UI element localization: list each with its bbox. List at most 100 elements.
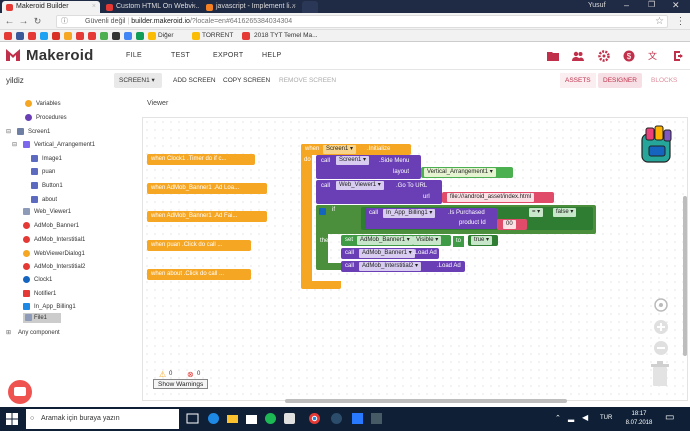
edge-icon[interactable] xyxy=(207,412,220,425)
task-view-icon[interactable] xyxy=(186,412,199,425)
dollar-icon[interactable]: $ xyxy=(623,50,635,62)
profile-name[interactable]: Yusuf xyxy=(588,2,606,9)
bookmark-diger[interactable]: Diğer xyxy=(158,32,174,39)
designer-button[interactable]: DESIGNER xyxy=(598,73,642,88)
clock-date[interactable]: 8.07.2018 xyxy=(625,420,653,426)
store-icon[interactable] xyxy=(245,412,258,425)
menu-export[interactable]: EXPORT xyxy=(213,52,244,59)
add-screen-button[interactable]: ADD SCREEN xyxy=(173,77,216,84)
app-icon[interactable] xyxy=(370,412,383,425)
steam-icon[interactable] xyxy=(330,412,343,425)
remove-screen-button[interactable]: REMOVE SCREEN xyxy=(279,77,337,84)
product-id-text-block[interactable]: 00 xyxy=(497,219,527,230)
component-dropdown[interactable]: AdMob_Banner1 ▾ xyxy=(357,236,413,245)
close-icon[interactable]: × xyxy=(91,3,96,10)
tree-item-button1[interactable]: Button1 xyxy=(31,181,63,191)
collapsed-block-banner-failed[interactable]: when AdMob_Banner1 .Ad Fai... xyxy=(147,211,267,222)
event-block-frame[interactable] xyxy=(301,144,312,288)
collapse-icon[interactable]: ⊟ xyxy=(6,129,12,135)
users-icon[interactable] xyxy=(572,50,584,62)
new-tab-button[interactable] xyxy=(302,1,318,13)
bool-dropdown[interactable]: false ▾ xyxy=(553,208,577,217)
true-block[interactable]: true ▾ xyxy=(468,235,498,246)
collapsed-block-banner-loaded[interactable]: when AdMob_Banner1 .Ad Loa... xyxy=(147,183,267,194)
tree-item-admob-banner[interactable]: AdMob_Banner1 xyxy=(23,221,79,231)
bookmark-icon[interactable] xyxy=(52,32,60,40)
trash-icon[interactable] xyxy=(651,361,669,387)
spotify-icon[interactable] xyxy=(264,412,277,425)
vertical-scrollbar[interactable] xyxy=(683,196,687,356)
bookmark-icon[interactable] xyxy=(136,32,144,40)
tab-makeroid-builder[interactable]: Makeroid Builder × xyxy=(2,1,100,13)
menu-test[interactable]: TEST xyxy=(171,52,191,59)
translate-icon[interactable]: 文 xyxy=(648,50,660,62)
network-icon[interactable]: ▂ xyxy=(568,413,575,422)
bookmark-icon[interactable] xyxy=(124,32,132,40)
star-icon[interactable]: ☆ xyxy=(655,16,664,27)
maximize-icon[interactable]: ❐ xyxy=(648,0,656,9)
operator-dropdown[interactable]: = ▾ xyxy=(529,208,544,217)
mutator-gear-icon[interactable] xyxy=(319,208,326,215)
call-banner-load-ad-block[interactable]: call AdMob_Banner1 ▾ .Load Ad xyxy=(341,248,439,259)
component-dropdown[interactable]: AdMob_Interstitial2 ▾ xyxy=(359,262,422,271)
bool-dropdown[interactable]: true ▾ xyxy=(471,236,493,245)
folder-icon[interactable] xyxy=(192,32,200,40)
bookmark-icon[interactable] xyxy=(4,32,12,40)
minimize-icon[interactable]: – xyxy=(624,0,630,10)
collapsed-block-about-click[interactable]: when about .Click do call ... xyxy=(147,269,251,280)
tree-item-puan[interactable]: puan xyxy=(31,167,55,177)
tab-stackoverflow[interactable]: javascript - Implement li... × xyxy=(202,1,300,13)
call-go-to-url-block[interactable]: call Web_Viewer1 ▾ .Go To URL url xyxy=(316,180,442,204)
tree-item-notifier1[interactable]: Notifier1 xyxy=(23,289,56,299)
chrome-icon[interactable] xyxy=(308,412,321,425)
collapsed-block-clock-timer[interactable]: when Clock1 .Timer do if c... xyxy=(147,154,255,165)
tree-item-web-viewer[interactable]: Web_Viewer1 xyxy=(23,207,71,217)
horizontal-scrollbar[interactable] xyxy=(285,399,567,403)
bookmark-icon[interactable] xyxy=(242,32,250,40)
url-input[interactable]: ⓘ Güvenli değil | builder.makeroid.io/?l… xyxy=(56,15,668,28)
bookmark-icon[interactable] xyxy=(16,32,24,40)
call-side-menu-block[interactable]: call Screen1 ▾ .Side Menu layout xyxy=(316,155,421,179)
logout-icon[interactable] xyxy=(673,50,685,62)
bookmark-tyt[interactable]: 2018 TYT Temel Ma... xyxy=(254,32,318,39)
expand-icon[interactable]: ⊞ xyxy=(6,330,12,336)
windows-start-icon[interactable] xyxy=(6,413,18,425)
tree-item-clock1[interactable]: Clock1 xyxy=(23,275,52,285)
blocks-button[interactable]: BLOCKS xyxy=(651,77,678,84)
component-dropdown[interactable]: In_App_Billing1 ▾ xyxy=(383,209,436,218)
copy-screen-button[interactable]: COPY SCREEN xyxy=(223,77,271,84)
close-icon[interactable]: × xyxy=(191,3,196,10)
gear-icon[interactable] xyxy=(598,50,610,62)
property-dropdown[interactable]: Visible ▾ xyxy=(413,236,442,245)
tree-item-any-component[interactable]: ⊞Any component xyxy=(6,330,60,336)
backpack-icon[interactable] xyxy=(635,124,679,168)
component-dropdown[interactable]: Web_Viewer1 ▾ xyxy=(336,181,384,190)
window-close-icon[interactable]: ✕ xyxy=(672,0,680,10)
collapse-icon[interactable]: ⊟ xyxy=(12,142,18,148)
close-icon[interactable]: × xyxy=(291,3,296,10)
bookmark-icon[interactable] xyxy=(100,32,108,40)
folder-icon[interactable] xyxy=(148,32,156,40)
tree-item-procedures[interactable]: Procedures xyxy=(25,113,67,123)
component-dropdown[interactable]: AdMob_Banner1 ▾ xyxy=(359,249,415,258)
blocks-workspace[interactable]: when Clock1 .Timer do if c... when AdMob… xyxy=(142,117,688,401)
screen-select[interactable]: SCREEN1 ▾ xyxy=(114,73,162,88)
forward-icon[interactable]: → xyxy=(18,16,29,27)
menu-file[interactable]: FILE xyxy=(126,52,142,59)
component-dropdown[interactable]: Screen1 ▾ xyxy=(336,156,370,165)
call-is-purchased-block[interactable]: call In_App_Billing1 ▾ .Is Purchased pro… xyxy=(365,208,497,229)
product-id-value[interactable]: 00 xyxy=(503,220,516,229)
tab-custom-html[interactable]: Custom HTML On Webvi... × xyxy=(102,1,200,13)
chat-bubble-icon[interactable] xyxy=(7,379,33,405)
tray-chevron-icon[interactable]: ⌃ xyxy=(555,415,561,422)
event-header-screen1-initialize[interactable]: when Screen1 ▾ .Initialize xyxy=(301,144,411,155)
call-interstitial-load-ad-block[interactable]: call AdMob_Interstitial2 ▾ .Load Ad xyxy=(341,261,465,272)
reload-icon[interactable]: ↻ xyxy=(33,16,42,26)
show-warnings-button[interactable]: Show Warnings xyxy=(153,379,209,389)
url-text-block[interactable]: file:///android_asset/index.html xyxy=(442,192,554,203)
tree-item-in-app-billing[interactable]: In_App_Billing1 xyxy=(23,302,76,312)
notifications-icon[interactable]: ▭ xyxy=(665,412,675,423)
bookmark-icon[interactable] xyxy=(76,32,84,40)
tree-item-admob-interstitial2[interactable]: AdMob_Interstitial2 xyxy=(23,262,85,272)
component-dropdown[interactable]: Vertical_Arrangement1 ▾ xyxy=(424,168,496,177)
